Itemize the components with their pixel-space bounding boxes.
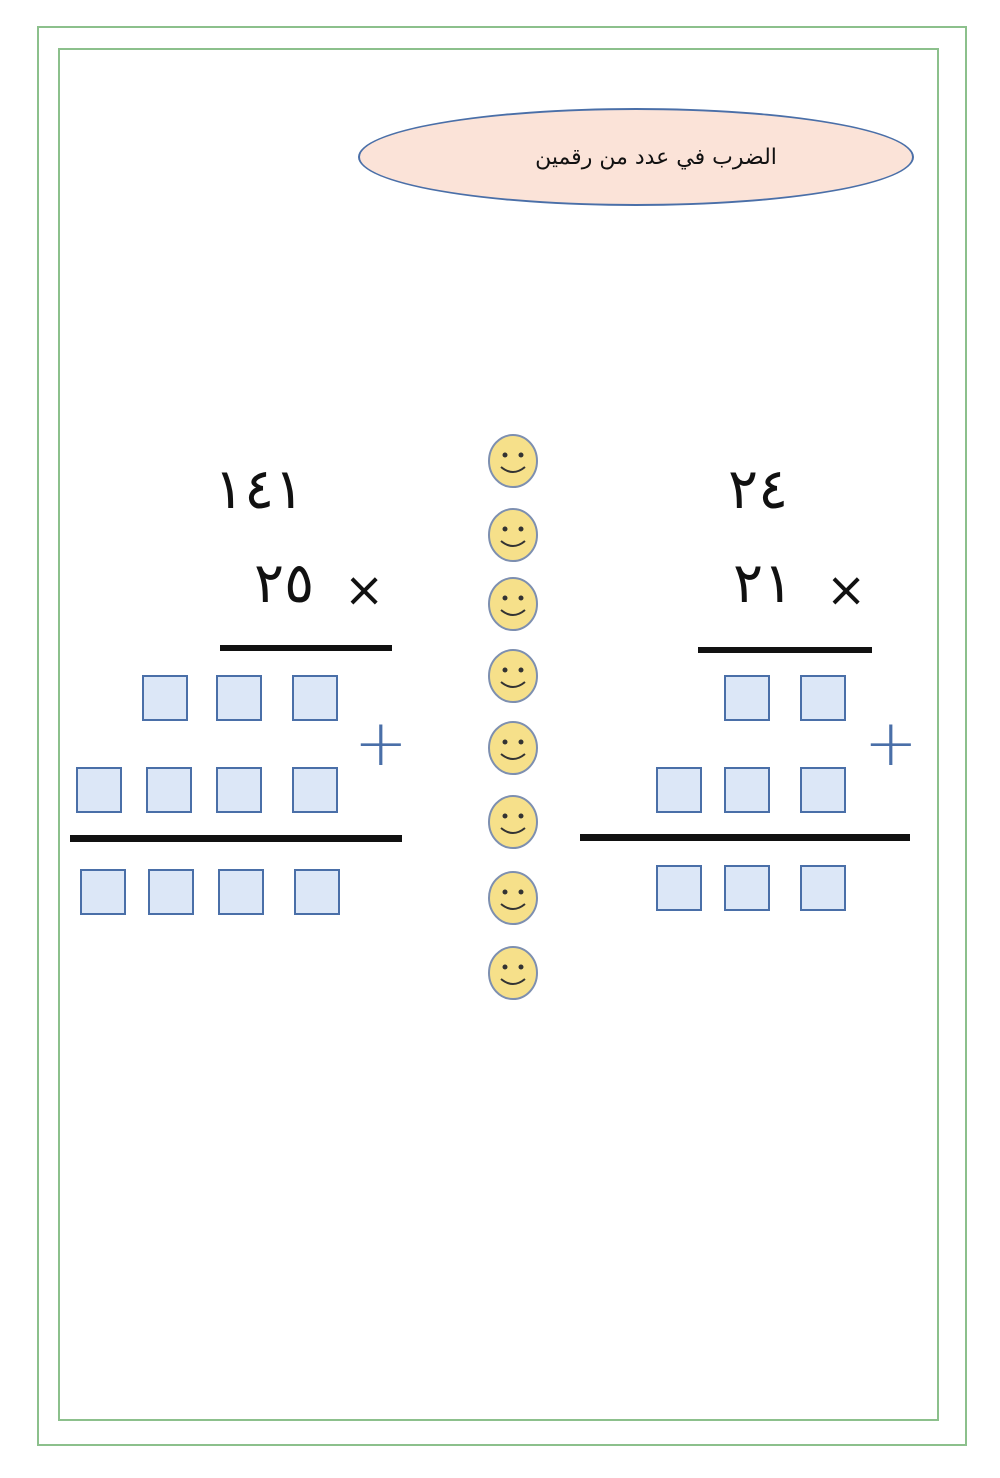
- outer-border: [37, 26, 967, 1446]
- inner-border: [58, 48, 939, 1421]
- left-answer-box[interactable]: [216, 767, 262, 813]
- right-bottom-rule: [580, 834, 910, 841]
- right-answer-box[interactable]: [656, 767, 702, 813]
- left-answer-box[interactable]: [216, 675, 262, 721]
- right-result-box[interactable]: [656, 865, 702, 911]
- right-result-box[interactable]: [724, 865, 770, 911]
- left-bottom-rule: [70, 835, 402, 842]
- left-result-box[interactable]: [294, 869, 340, 915]
- left-answer-box[interactable]: [292, 767, 338, 813]
- page-title: الضرب في عدد من رقمين: [535, 144, 777, 170]
- left-result-box[interactable]: [148, 869, 194, 915]
- smiley-icon: [488, 577, 538, 631]
- title-oval: الضرب في عدد من رقمين: [358, 108, 914, 206]
- left-multiplier: ٢٥: [254, 551, 315, 616]
- smiley-icon: [488, 649, 538, 703]
- right-answer-box[interactable]: [724, 767, 770, 813]
- left-times-sign: ×: [344, 562, 385, 618]
- left-answer-box[interactable]: [292, 675, 338, 721]
- right-times-sign: ×: [826, 562, 867, 618]
- smiley-icon: [488, 508, 538, 562]
- left-multiplicand: ١٤١: [214, 457, 305, 522]
- right-answer-box[interactable]: [724, 675, 770, 721]
- left-answer-box[interactable]: [76, 767, 122, 813]
- right-plus-sign: +: [864, 707, 918, 781]
- left-answer-box[interactable]: [142, 675, 188, 721]
- smiley-icon: [488, 871, 538, 925]
- right-answer-box[interactable]: [800, 767, 846, 813]
- smiley-icon: [488, 721, 538, 775]
- right-multiplier: ٢١: [733, 551, 794, 616]
- smiley-icon: [488, 434, 538, 488]
- left-top-rule: [220, 645, 392, 651]
- right-answer-box[interactable]: [800, 675, 846, 721]
- right-multiplicand: ٢٤: [728, 457, 789, 522]
- smiley-icon: [488, 795, 538, 849]
- left-answer-box[interactable]: [146, 767, 192, 813]
- left-result-box[interactable]: [218, 869, 264, 915]
- smiley-icon: [488, 946, 538, 1000]
- right-top-rule: [698, 647, 872, 653]
- left-result-box[interactable]: [80, 869, 126, 915]
- left-plus-sign: +: [354, 707, 408, 781]
- right-result-box[interactable]: [800, 865, 846, 911]
